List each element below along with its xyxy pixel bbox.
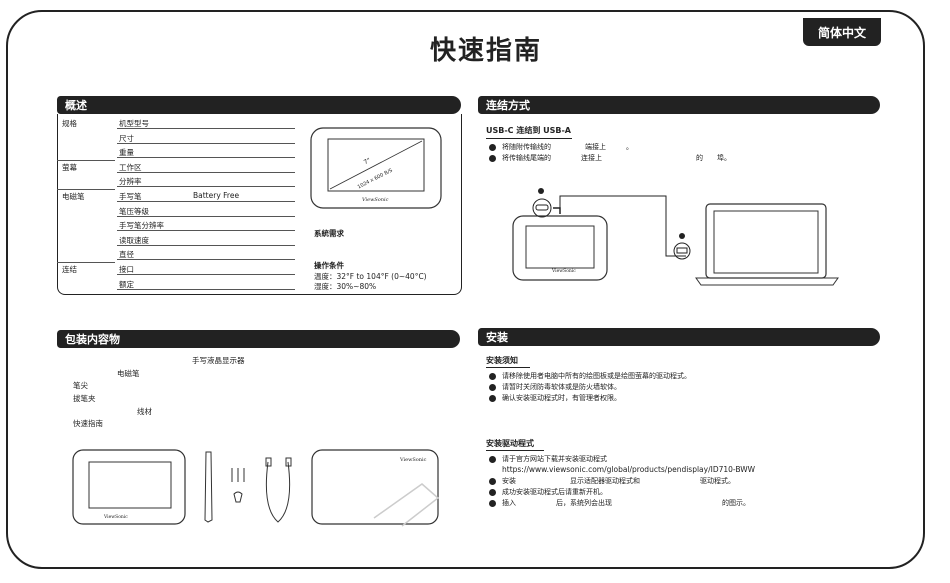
sysreq-title: 系統需求	[314, 229, 344, 238]
spec-item: 手写笔分辨率	[119, 221, 164, 231]
spec-item: 读取速度	[119, 235, 149, 245]
language-tab: 简体中文	[803, 18, 881, 46]
row-divider	[117, 186, 295, 188]
spec-item: 手写笔	[119, 192, 142, 201]
row-divider	[117, 128, 295, 129]
row-divider	[117, 201, 295, 202]
row-divider	[117, 142, 295, 144]
temperature-text: 温度：32°F to 104°F (0~40°C)	[314, 272, 427, 281]
row-divider	[117, 215, 295, 217]
spec-item: 直径	[119, 250, 134, 260]
connect-underline	[486, 138, 572, 139]
install-bar: 安装	[478, 328, 880, 346]
row-divider	[117, 230, 295, 232]
spec-item: 工作区	[119, 162, 142, 172]
spec-value: Battery Free	[193, 191, 240, 200]
spec-item: 额定	[119, 279, 134, 289]
connection-diagram	[512, 188, 839, 286]
overview-box	[57, 114, 462, 295]
connect-bar: 连结方式	[478, 96, 880, 114]
display-diagram	[310, 127, 442, 209]
note-2: 请暂时关闭防毒软体或是防火墙软体。	[489, 382, 621, 392]
spec-item: 尺寸	[119, 133, 134, 143]
package-bar: 包装内容物	[57, 330, 460, 348]
spec-item: 笔压等级	[119, 206, 149, 216]
driver-step-3: 成功安装驱动程式后请重新开机。	[489, 487, 607, 497]
note-3: 确认安装驱动程式时，有管理者权限。	[489, 393, 621, 403]
pkg-cable: 线材	[137, 407, 152, 416]
driver-step-4: 插入后，系统列会出现的图示。	[489, 498, 750, 508]
spec-category: 萤幕	[62, 162, 77, 172]
row-divider	[117, 157, 295, 159]
row-divider	[117, 259, 295, 261]
install-notes-title: 安装须知	[486, 356, 518, 365]
pkg-guide: 快速指南	[73, 419, 103, 428]
pkg-pen: 电磁笔	[117, 369, 140, 378]
driver-step-1: 请于官方网站下载并安装驱动程式	[489, 454, 607, 464]
humidity-text: 湿度：30%~80%	[314, 282, 377, 291]
driver-url[interactable]: https://www.viewsonic.com/global/product…	[502, 465, 756, 474]
spec-category: 规格	[62, 119, 77, 128]
spec-item: 机型型号	[119, 119, 149, 128]
row-divider	[117, 288, 295, 290]
spec-item: 重量	[119, 148, 134, 158]
spec-item: 接口	[119, 265, 134, 274]
package-illustration	[72, 449, 440, 527]
pkg-nib: 笔尖	[73, 381, 88, 390]
brand-logo: ViewSonic	[362, 197, 389, 203]
driver-install-title: 安装驱动程式	[486, 439, 534, 448]
connect-subtitle: USB-C 连结到 USB-A	[486, 126, 571, 135]
note-1: 请移除使用者电脑中所有的绘图板或是绘图萤幕的驱动程式。	[489, 371, 691, 381]
category-divider	[57, 262, 115, 263]
row-divider	[117, 244, 295, 246]
page-title: 快速指南	[430, 36, 543, 66]
guide-brand: ViewSonic	[400, 457, 427, 463]
connect-step-1: 将随附传输线的端接上。	[489, 142, 633, 152]
connect-step-2: 将传输线尾端的连接上的埠。	[489, 153, 731, 163]
spec-item: 分辨率	[119, 177, 142, 187]
overview-bar: 概述	[57, 96, 461, 114]
category-divider	[57, 159, 115, 161]
package-display-brand: ViewSonic	[104, 515, 128, 520]
row-divider	[117, 171, 295, 173]
pkg-nib-extractor: 拔笔夹	[73, 394, 96, 403]
page-frame	[6, 10, 925, 569]
pkg-display: 手写液晶显示器	[192, 356, 245, 365]
spec-category: 电磁笔	[62, 192, 85, 201]
notes-underline	[486, 367, 530, 368]
tablet-brand: ViewSonic	[552, 269, 576, 274]
driver-underline	[486, 450, 544, 451]
opcond-title: 操作条件	[314, 261, 344, 270]
spec-category: 连结	[62, 265, 77, 274]
driver-step-2: 安装显示适配器驱动程式和驱动程式。	[489, 476, 735, 486]
category-divider	[57, 189, 115, 190]
row-divider	[117, 274, 295, 275]
